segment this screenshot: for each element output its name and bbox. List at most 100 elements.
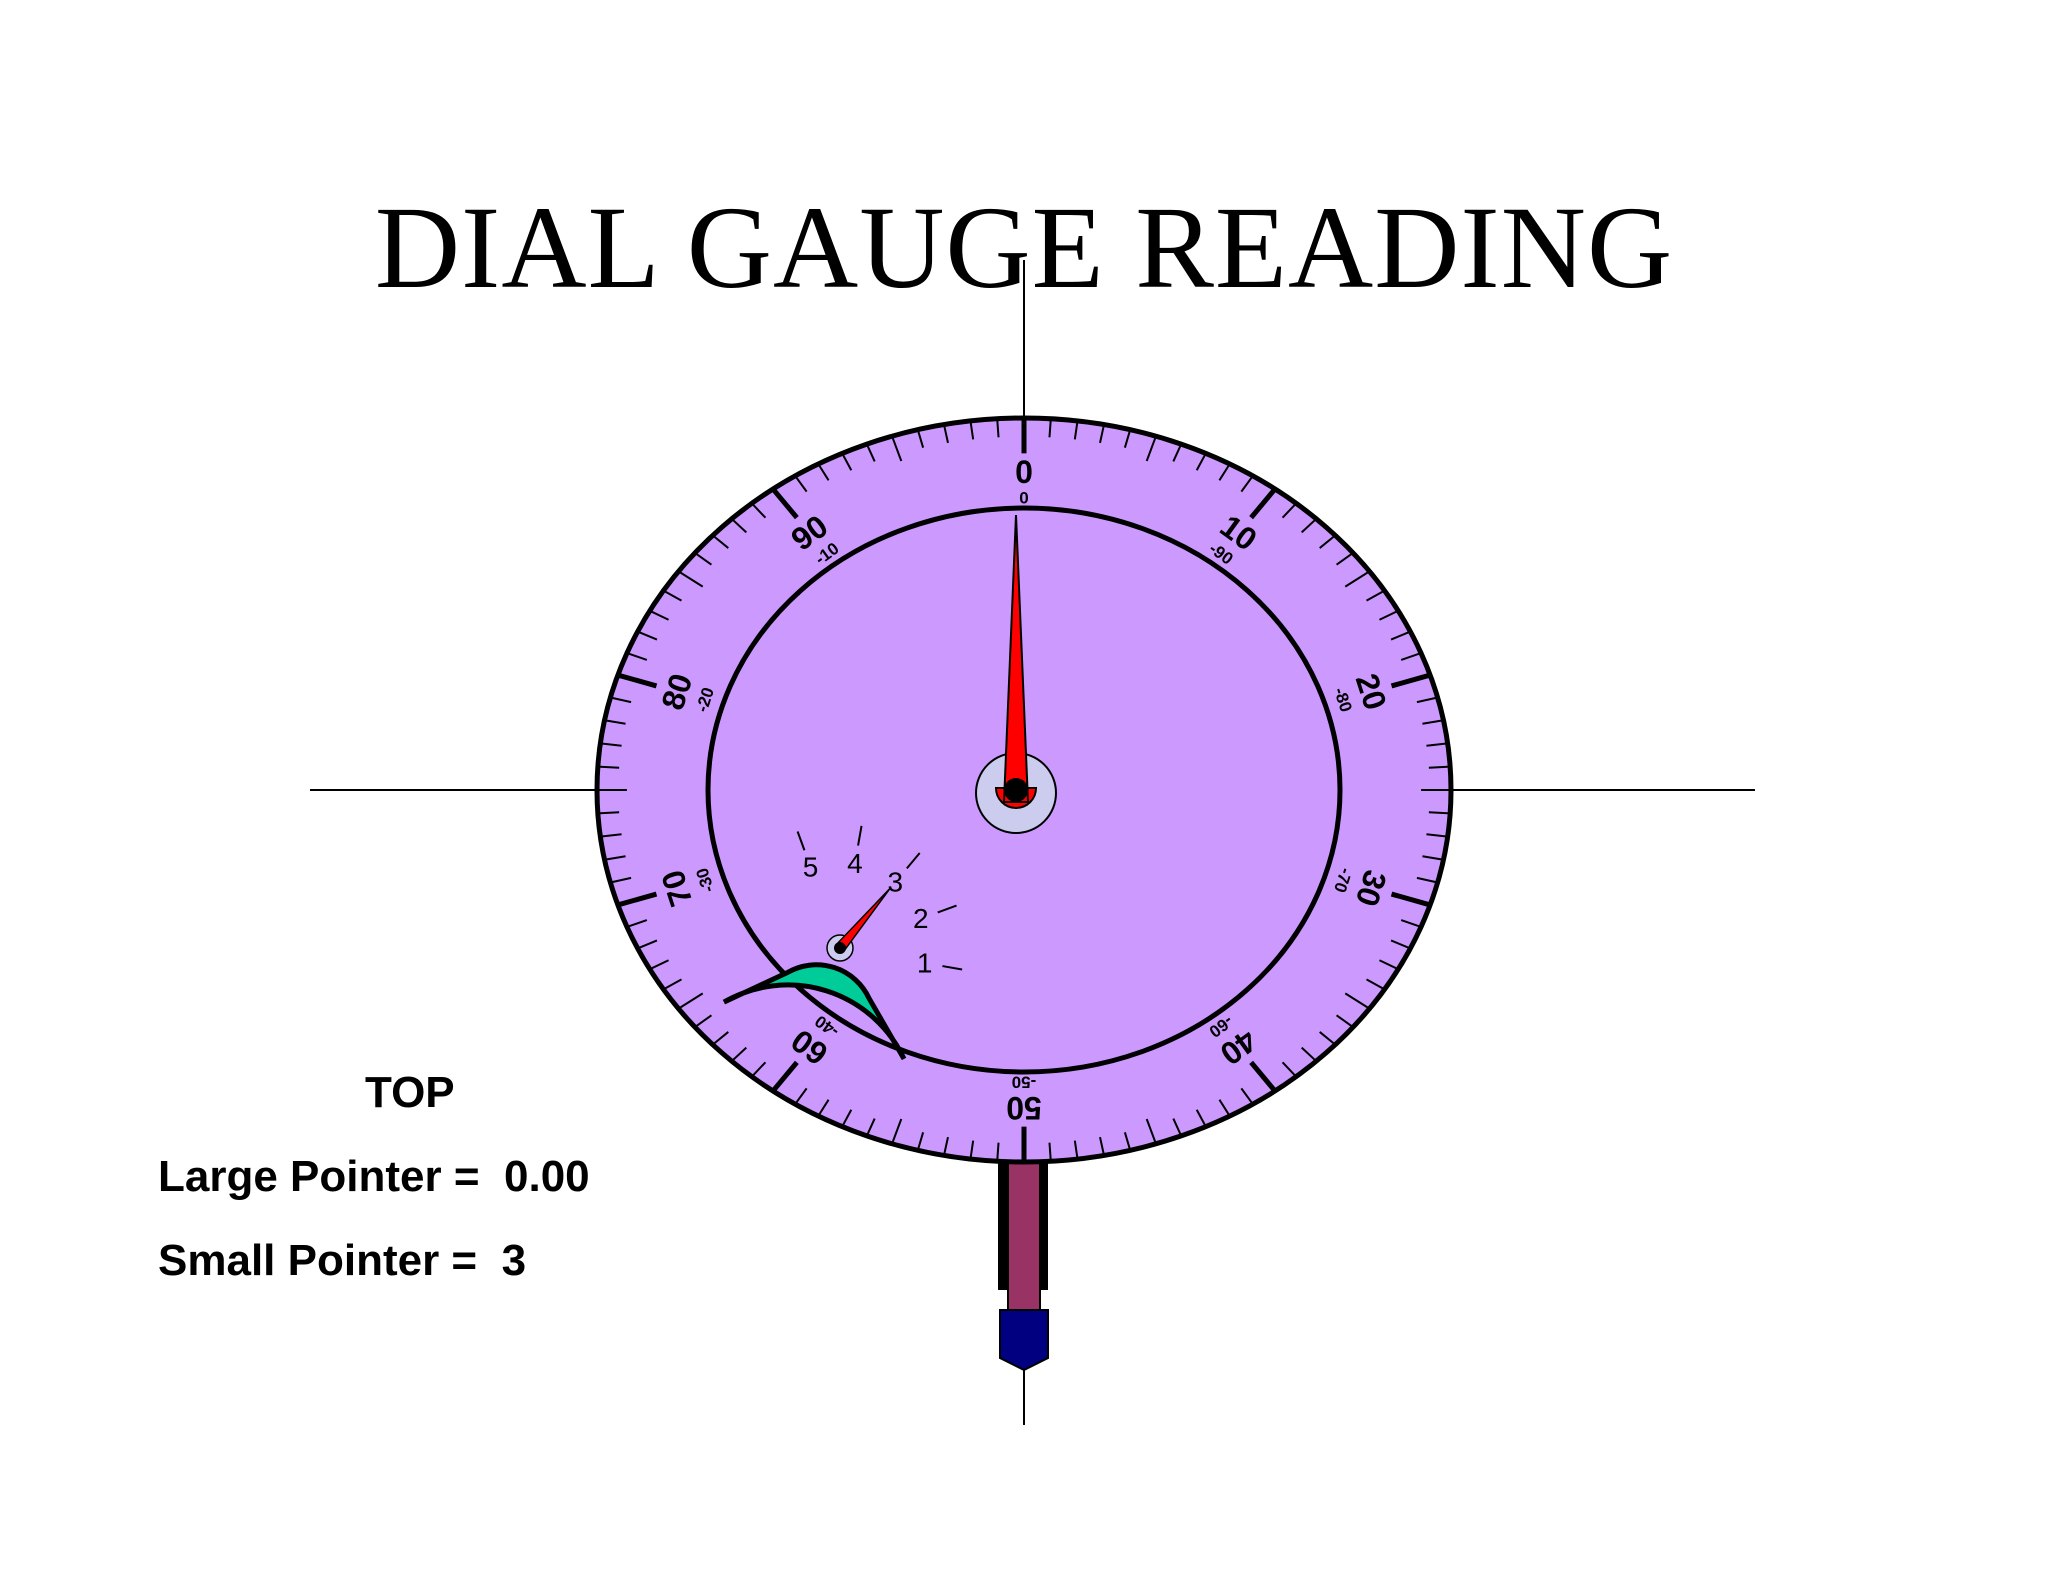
- scale-tick: [1281, 1061, 1297, 1078]
- scale-tick: [1390, 630, 1411, 641]
- scale-tick: [1218, 1099, 1231, 1117]
- scale-tick: [817, 463, 830, 481]
- small-pointer-pivot: [834, 942, 846, 954]
- scale-tick: [649, 959, 669, 971]
- scale-tick: [1344, 992, 1370, 1010]
- scale-tick: [1301, 1046, 1317, 1062]
- scale-tick: [731, 1046, 747, 1062]
- inner-scale-label: 0: [1019, 488, 1028, 507]
- scale-tick: [626, 919, 648, 928]
- scale-tick: [1428, 765, 1451, 769]
- small-pointer-value: 3: [501, 1236, 527, 1285]
- outer-scale-label: 50: [1006, 1090, 1042, 1126]
- scale-tick: [712, 1031, 729, 1046]
- scale-tick: [1400, 919, 1422, 928]
- scale-tick: [794, 475, 808, 493]
- scale-tick: [891, 1118, 903, 1145]
- counter-label: 2: [913, 903, 929, 934]
- counter-tick: [906, 852, 921, 869]
- scale-tick: [694, 552, 713, 566]
- scale-tick: [1379, 609, 1399, 621]
- scale-tick: [771, 1060, 799, 1093]
- scale-tick: [637, 630, 658, 641]
- scale-tick: [1335, 1014, 1354, 1028]
- scale-tick: [637, 939, 658, 950]
- large-pointer-readout: Large Pointer = 0.00: [158, 1152, 590, 1202]
- scale-tick: [1145, 435, 1157, 462]
- counter-label: 5: [803, 852, 819, 883]
- scale-tick: [1099, 1136, 1105, 1156]
- scale-tick: [996, 1142, 1000, 1162]
- scale-tick: [597, 765, 620, 769]
- scale-tick: [969, 420, 975, 440]
- scale-tick: [1172, 443, 1183, 462]
- scale-tick: [1390, 939, 1411, 950]
- scale-tick: [916, 1132, 925, 1151]
- scale-tick: [649, 609, 669, 621]
- scale-tick: [1240, 475, 1254, 493]
- scale-tick: [617, 672, 658, 689]
- scale-tick: [1390, 672, 1431, 689]
- counter-tick: [857, 825, 863, 846]
- scale-tick: [1301, 518, 1317, 534]
- scale-tick: [1249, 487, 1277, 520]
- scale-tick: [1366, 978, 1386, 991]
- scale-tick: [626, 652, 648, 661]
- scale-tick: [617, 891, 658, 908]
- main-pointer-pivot: [1004, 778, 1028, 802]
- scale-tick: [794, 1087, 808, 1105]
- small-pointer-readout: Small Pointer = 3: [158, 1236, 526, 1286]
- scale-tick: [731, 518, 747, 534]
- scale-tick: [1416, 696, 1438, 704]
- contact-tip: [999, 1309, 1049, 1372]
- outer-scale-label: 0: [1015, 454, 1033, 490]
- scale-tick: [610, 696, 632, 704]
- scale-tick: [694, 1014, 713, 1028]
- scale-tick: [1249, 1060, 1277, 1093]
- scale-tick: [1319, 1031, 1336, 1046]
- scale-tick: [916, 429, 925, 448]
- stem-rod: [1007, 1159, 1041, 1311]
- scale-tick: [1379, 959, 1399, 971]
- scale-tick: [943, 1136, 949, 1156]
- scale-tick: [662, 978, 682, 991]
- scale-tick: [1400, 652, 1422, 661]
- scale-tick: [751, 502, 767, 519]
- scale-tick: [1366, 589, 1386, 602]
- scale-tick: [969, 1140, 975, 1160]
- scale-tick: [1218, 463, 1231, 481]
- outer-scale-ticks: [597, 418, 1451, 1162]
- scale-tick: [865, 443, 876, 462]
- scale-tick: [678, 570, 704, 588]
- scale-tick: [1281, 502, 1297, 519]
- scale-tick: [600, 742, 622, 747]
- counter-ticks: [796, 825, 963, 971]
- scale-tick: [1335, 552, 1354, 566]
- scale-tick: [1073, 1140, 1079, 1160]
- scale-tick: [1319, 534, 1336, 549]
- scale-tick: [996, 418, 1000, 438]
- scale-tick: [751, 1061, 767, 1078]
- scale-tick: [604, 719, 626, 725]
- scale-tick: [604, 855, 626, 861]
- scale-tick: [712, 534, 729, 549]
- scale-tick: [891, 435, 903, 462]
- scale-tick: [1145, 1118, 1157, 1145]
- scale-tick: [817, 1099, 830, 1117]
- scale-tick: [771, 487, 799, 520]
- scale-tick: [662, 589, 682, 602]
- inner-scale-label: -50: [1012, 1073, 1037, 1092]
- scale-tick: [1428, 811, 1451, 815]
- large-pointer-value: 0.00: [504, 1152, 590, 1201]
- scale-tick: [1195, 1109, 1207, 1128]
- scale-tick: [1344, 570, 1370, 588]
- scale-tick: [1390, 891, 1431, 908]
- scale-tick: [1123, 1132, 1132, 1151]
- counter-label: 4: [847, 848, 863, 879]
- scale-tick: [678, 992, 704, 1010]
- scale-tick: [1123, 429, 1132, 448]
- scale-tick: [1048, 1142, 1052, 1162]
- scale-tick: [865, 1118, 876, 1137]
